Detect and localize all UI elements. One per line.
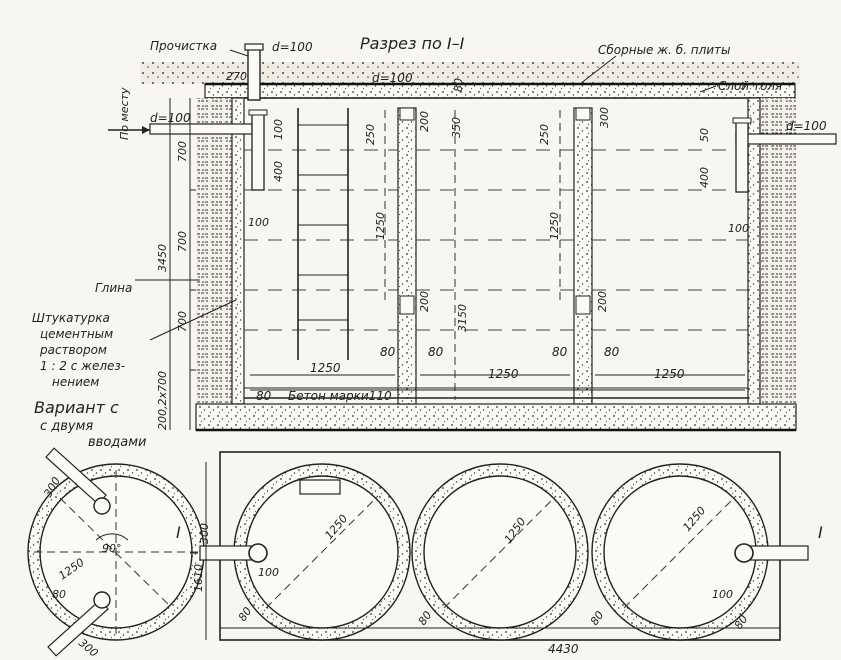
dim-350: 350 bbox=[450, 117, 463, 138]
cleanout-pipe bbox=[247, 47, 261, 101]
dim-80-a: 80 bbox=[380, 345, 396, 359]
concrete-label: Бетон марки110 bbox=[288, 389, 392, 403]
dim-80-d: 80 bbox=[604, 345, 620, 359]
plan-dim-80-c: 80 bbox=[588, 609, 607, 628]
dim-200-c: 200 bbox=[596, 291, 609, 312]
left-wall bbox=[231, 97, 245, 405]
variant-title-2: с двумя bbox=[40, 419, 93, 434]
variant-dim-300-b: 300 bbox=[76, 636, 100, 659]
plan-dim-100-right: 100 bbox=[712, 588, 733, 601]
dim-700-c: 700 bbox=[176, 311, 189, 332]
dim-250-b: 250 bbox=[538, 124, 551, 145]
roofing-label: Слой толя bbox=[718, 79, 782, 93]
dim-1250-h1: 1250 bbox=[310, 361, 341, 375]
pipe-top-diameter: d=100 bbox=[372, 71, 413, 85]
cleanout-label: Прочистка bbox=[150, 39, 217, 53]
inlet-diameter: d=100 bbox=[150, 111, 191, 125]
dim-200-b: 200 bbox=[418, 291, 431, 312]
dim-80-e: 80 bbox=[256, 389, 272, 403]
dim-50: 50 bbox=[698, 128, 711, 142]
dim-200-a: 200 bbox=[418, 111, 431, 132]
outlet-diameter: d=100 bbox=[786, 119, 827, 133]
left-clay bbox=[196, 98, 232, 428]
right-clay bbox=[760, 98, 796, 428]
dim-200-2x700: 200,2x700 bbox=[156, 371, 169, 430]
top-slab bbox=[204, 83, 796, 99]
dim-400-right: 400 bbox=[698, 167, 711, 188]
dim-100-left: 100 bbox=[272, 119, 285, 140]
variant-view bbox=[27, 447, 205, 657]
partition-1 bbox=[397, 107, 417, 405]
section-view bbox=[108, 43, 837, 432]
plan-dim-300: 300 bbox=[198, 523, 211, 544]
dim-100-left-2: 100 bbox=[248, 216, 269, 229]
dim-80-top: 80 bbox=[452, 78, 465, 92]
dim-3450: 3450 bbox=[156, 244, 169, 272]
plaster-label-5: нением bbox=[52, 375, 99, 389]
plaster-label-1: Штукатурка bbox=[32, 311, 110, 325]
variant-title-1: Вариант с bbox=[34, 398, 119, 417]
dim-250-a: 250 bbox=[364, 124, 377, 145]
dim-700-a: 700 bbox=[176, 141, 189, 162]
dim-270: 270 bbox=[226, 70, 247, 83]
bottom-slab bbox=[195, 403, 797, 431]
plan-dim-80-b: 80 bbox=[416, 609, 435, 628]
variant-dim-80: 80 bbox=[52, 588, 66, 601]
outlet-tee-right bbox=[732, 117, 837, 193]
plan-dim-4430: 4430 bbox=[548, 642, 579, 656]
plan-view bbox=[190, 451, 809, 641]
cleanout-diameter: d=100 bbox=[272, 40, 313, 54]
section-title: Разрез по I–I bbox=[360, 34, 465, 53]
clay-label: Глина bbox=[95, 281, 132, 295]
variant-dim-90: 90° bbox=[102, 542, 122, 555]
dim-100-right: 100 bbox=[728, 222, 749, 235]
slabs-label: Сборные ж. б. плиты bbox=[598, 43, 731, 57]
dim-1250-v2: 1250 bbox=[548, 212, 561, 240]
dim-400-left: 400 bbox=[272, 161, 285, 182]
plan-section-mark-left: I bbox=[176, 523, 181, 542]
dim-3150: 3150 bbox=[456, 304, 469, 332]
dim-300-b: 300 bbox=[598, 107, 611, 128]
dim-80-b: 80 bbox=[428, 345, 444, 359]
plan-dim-80-a: 80 bbox=[236, 605, 255, 624]
inlet-tee-left bbox=[149, 109, 268, 191]
dim-700-b: 700 bbox=[176, 231, 189, 252]
plaster-label-3: раствором bbox=[39, 343, 107, 357]
on-site-label: По месту bbox=[118, 87, 131, 140]
dim-1250-h2: 1250 bbox=[488, 367, 519, 381]
ladder bbox=[297, 108, 349, 360]
plan-section-mark-right: I bbox=[818, 523, 823, 542]
partition-2 bbox=[573, 107, 593, 405]
plan-dim-100-left: 100 bbox=[258, 566, 279, 579]
dim-1250-v1: 1250 bbox=[374, 212, 387, 240]
variant-title-3: вводами bbox=[88, 435, 147, 450]
ground-fill bbox=[140, 62, 800, 84]
dim-80-c: 80 bbox=[552, 345, 568, 359]
plaster-label-4: 1 : 2 с желез- bbox=[40, 359, 125, 373]
plaster-label-2: цементным bbox=[40, 327, 113, 341]
plan-dim-1610: 1610 bbox=[192, 564, 205, 592]
dim-1250-h3: 1250 bbox=[654, 367, 685, 381]
